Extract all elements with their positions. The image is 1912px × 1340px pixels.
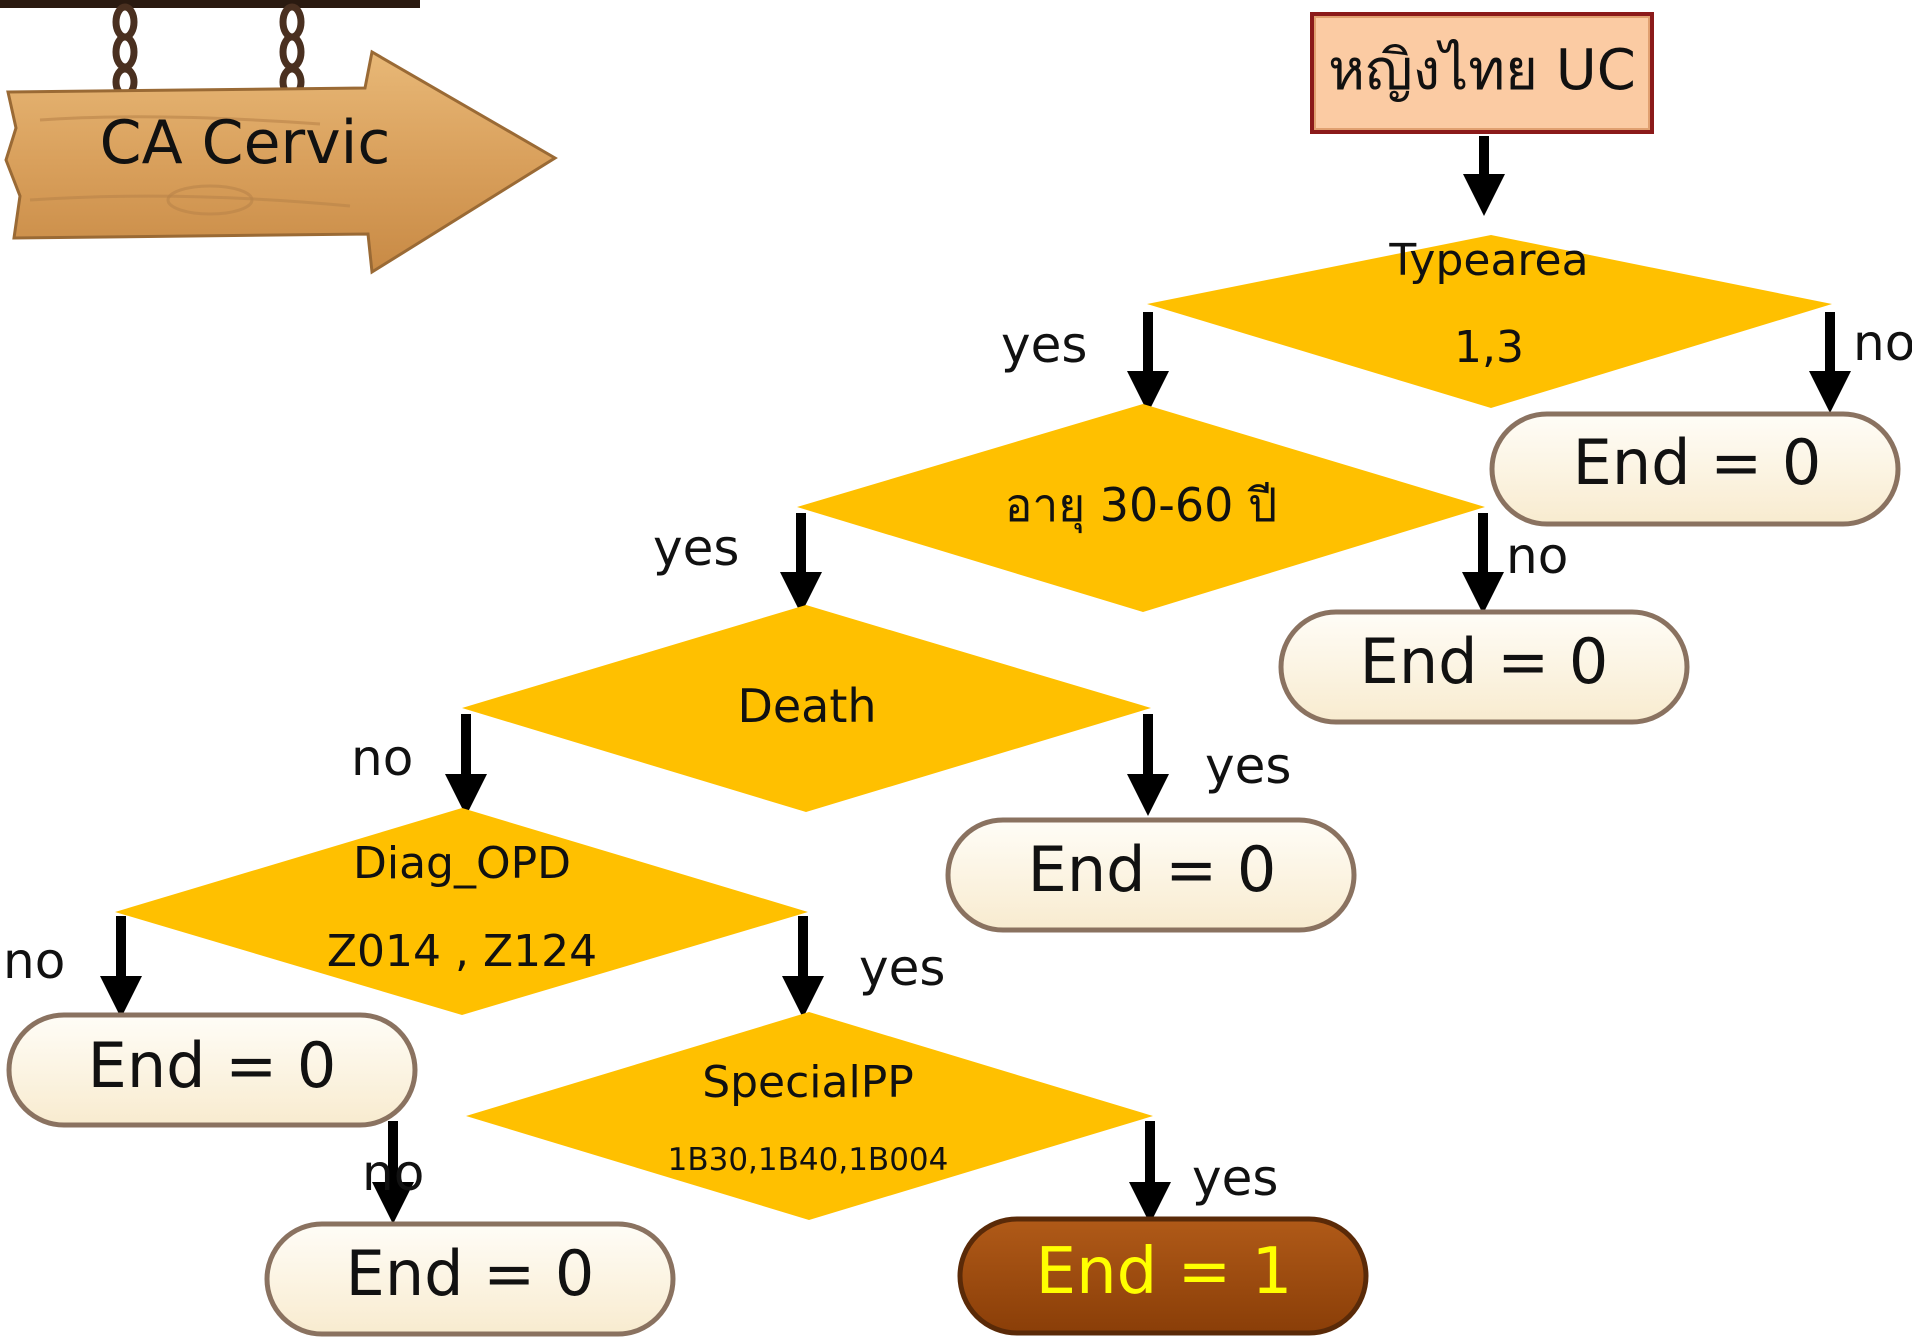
typearea-line1: Typearea xyxy=(1388,235,1588,286)
end-special-no: End = 0 xyxy=(264,1221,676,1337)
label-typearea-no: no xyxy=(1853,314,1912,372)
end-special-yes: End = 1 xyxy=(957,1216,1369,1336)
diag-line1: Diag_OPD xyxy=(353,838,571,889)
decision-typearea: Typearea 1,3 xyxy=(1147,235,1832,408)
label-special-yes: yes xyxy=(1192,1149,1278,1207)
wooden-arrow-sign xyxy=(4,49,558,275)
label-diag-no: no xyxy=(3,932,65,990)
label-age-no: no xyxy=(1506,527,1568,585)
end-typearea-no-label: End = 0 xyxy=(1573,426,1822,499)
death-line1: Death xyxy=(737,679,876,733)
end-age-no-label: End = 0 xyxy=(1360,625,1609,698)
decision-specialpp: SpecialPP 1B30,1B40,1B004 xyxy=(466,1012,1153,1220)
chain-right xyxy=(279,3,305,99)
end-typearea-no: End = 0 xyxy=(1489,411,1901,527)
diag-line2: Z014 , Z124 xyxy=(327,926,597,977)
decision-death: Death xyxy=(462,605,1151,812)
arrows xyxy=(100,136,1851,1224)
end-death-yes-label: End = 0 xyxy=(1028,833,1277,906)
sign-bar xyxy=(0,0,420,8)
label-typearea-yes: yes xyxy=(1001,316,1087,374)
sign-label: CA Cervic xyxy=(100,108,391,178)
end-death-yes: End = 0 xyxy=(945,817,1357,933)
end-special-yes-label: End = 1 xyxy=(1036,1235,1293,1309)
decision-age: อายุ 30-60 ปี xyxy=(797,404,1485,612)
label-age-yes: yes xyxy=(653,519,739,577)
special-line1: SpecialPP xyxy=(702,1057,914,1108)
edge-labels: yes no yes no no yes no yes no yes xyxy=(3,314,1912,1207)
start-node: หญิงไทย UC xyxy=(1310,12,1654,134)
decision-diag-opd: Diag_OPD Z014 , Z124 xyxy=(115,808,808,1015)
end-diag-no: End = 0 xyxy=(6,1012,418,1128)
label-death-yes: yes xyxy=(1205,737,1291,795)
label-special-no: no xyxy=(362,1144,424,1202)
end-diag-no-label: End = 0 xyxy=(88,1029,337,1102)
age-line1: อายุ 30-60 ปี xyxy=(1005,478,1278,534)
end-age-no: End = 0 xyxy=(1278,609,1690,725)
chain-left xyxy=(112,3,138,99)
start-label: หญิงไทย UC xyxy=(1328,38,1636,103)
label-diag-yes: yes xyxy=(859,939,945,997)
typearea-line2: 1,3 xyxy=(1454,322,1524,373)
ca-cervic-sign: CA Cervic xyxy=(0,0,558,275)
special-line2: 1B30,1B40,1B004 xyxy=(668,1142,949,1178)
label-death-no: no xyxy=(351,729,413,787)
end-special-no-label: End = 0 xyxy=(346,1237,595,1310)
